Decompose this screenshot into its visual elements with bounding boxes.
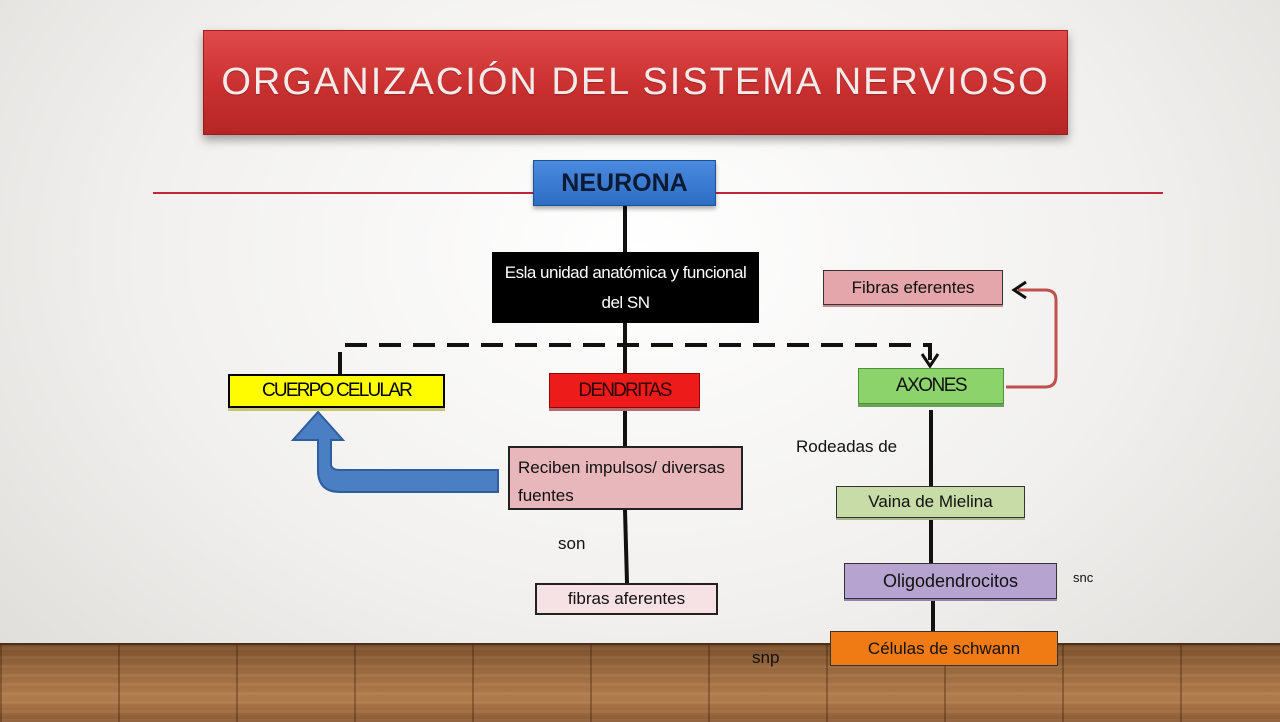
dendritas-node: DENDRITAS bbox=[549, 373, 700, 408]
label-son: son bbox=[558, 534, 586, 553]
fibras-eferentes-node: Fibras eferentes bbox=[823, 270, 1003, 305]
label-rodeadas-de: Rodeadas de bbox=[796, 437, 898, 456]
slide-title: ORGANIZACIÓN DEL SISTEMA NERVIOSO bbox=[221, 61, 1050, 103]
label-snc: snc bbox=[1073, 570, 1094, 585]
blue-uturn-arrow bbox=[290, 410, 499, 493]
reciben-impulsos-node: Reciben impulsos/ diversas fuentes bbox=[508, 446, 743, 510]
dashed-branch-arrowhead bbox=[920, 353, 940, 369]
wood-floor bbox=[0, 643, 1280, 722]
fibras-aferentes-node: fibras aferentes bbox=[535, 583, 718, 615]
celulas-schwann-node: Células de schwann bbox=[830, 631, 1058, 666]
connector-reciben-aferentes bbox=[623, 509, 629, 584]
title-banner: ORGANIZACIÓN DEL SISTEMA NERVIOSO bbox=[203, 30, 1068, 135]
axones-node: AXONES bbox=[858, 368, 1004, 404]
curved-arrow-axones-eferentes bbox=[1006, 288, 1058, 389]
curved-arrow-head bbox=[1011, 280, 1027, 300]
dashed-branch-line bbox=[338, 343, 932, 374]
oligodendrocitos-node: Oligodendrocitos bbox=[844, 563, 1057, 599]
cuerpo-celular-node: CUERPO CELULAR bbox=[228, 374, 445, 408]
label-snp: snp bbox=[752, 648, 780, 667]
definition-node: Esla unidad anatómica y funcional del SN bbox=[492, 252, 759, 323]
vaina-mielina-node: Vaina de Mielina bbox=[836, 486, 1025, 518]
neurona-node: NEURONA bbox=[533, 160, 716, 206]
